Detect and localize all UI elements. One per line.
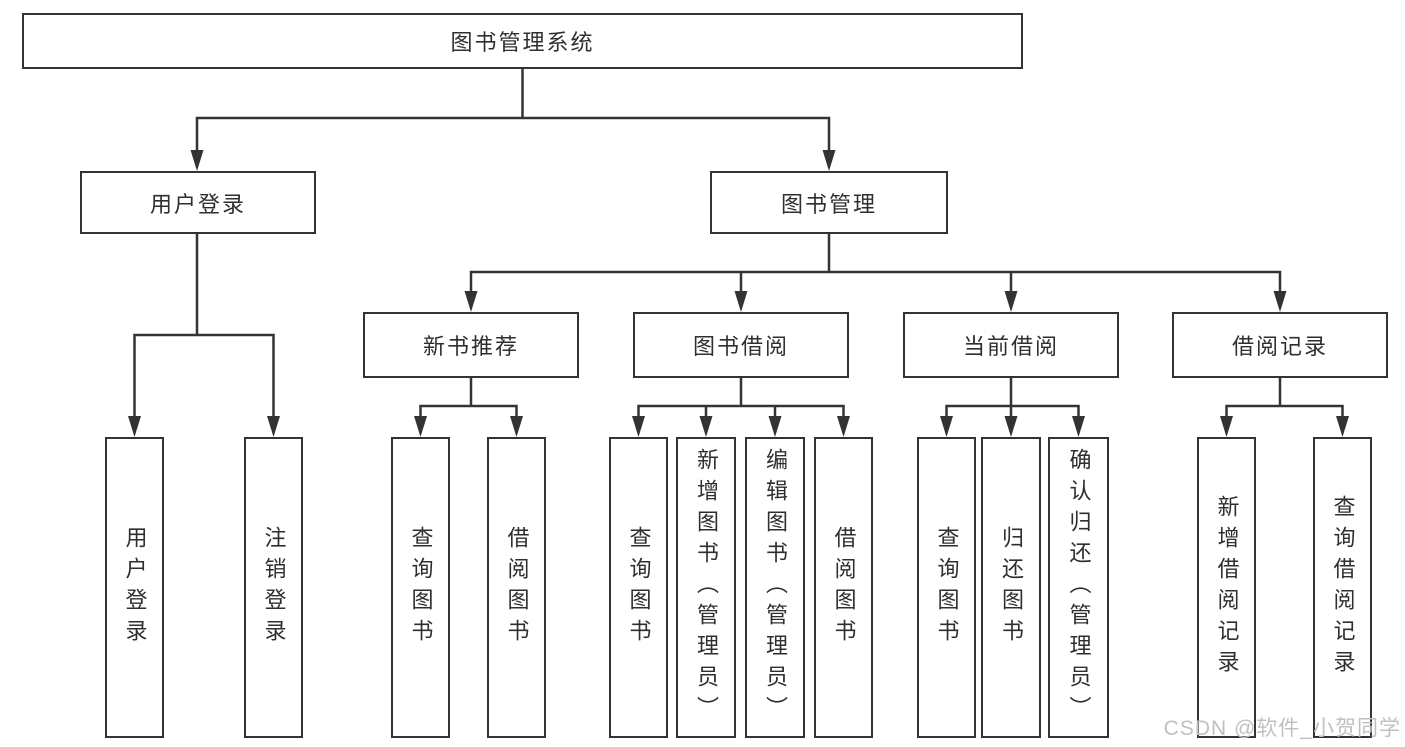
leaf-label: 注销登录 [261,525,287,650]
csdn-watermark: CSDN @软件_小贺同学 [1163,717,1401,740]
leaf-label: 确认归还（管理员） [1066,448,1092,727]
leaf-label: 用户登录 [122,525,148,650]
node-leaf-borrow-books: 借阅图书 [814,437,873,738]
leaf-label: 新增图书（管理员） [694,448,719,727]
node-leaf-query-books-recommend: 查询图书 [391,437,450,738]
node-borrow-record: 借阅记录 [1172,312,1388,378]
leaf-label: 借阅图书 [831,525,857,650]
leaf-label: 查询图书 [626,525,652,650]
node-leaf-query-books-borrow: 查询图书 [609,437,668,738]
node-new-book-recommend: 新书推荐 [363,312,579,378]
node-leaf-borrow-books-recommend: 借阅图书 [487,437,546,738]
node-leaf-logout: 注销登录 [244,437,303,738]
node-leaf-confirm-return-admin: 确认归还（管理员） [1048,437,1109,738]
leaf-label: 新增借阅记录 [1214,494,1240,681]
leaf-label: 编辑图书（管理员） [763,448,788,727]
node-leaf-add-borrow-record: 新增借阅记录 [1197,437,1256,738]
node-user-login: 用户登录 [80,171,316,234]
leaf-label: 查询借阅记录 [1330,494,1356,681]
node-leaf-return-books: 归还图书 [981,437,1041,738]
leaf-label: 查询图书 [934,525,960,650]
node-leaf-query-borrow-record: 查询借阅记录 [1313,437,1372,738]
node-book-borrow: 图书借阅 [633,312,849,378]
node-leaf-edit-books-admin: 编辑图书（管理员） [745,437,805,738]
node-current-borrow: 当前借阅 [903,312,1119,378]
leaf-label: 查询图书 [408,525,434,650]
node-leaf-query-books-current: 查询图书 [917,437,976,738]
node-leaf-user-login: 用户登录 [105,437,164,738]
node-leaf-add-books-admin: 新增图书（管理员） [676,437,736,738]
leaf-label: 借阅图书 [504,525,530,650]
node-root-library-management-system: 图书管理系统 [22,13,1023,69]
leaf-label: 归还图书 [999,525,1024,650]
node-book-management: 图书管理 [710,171,948,234]
